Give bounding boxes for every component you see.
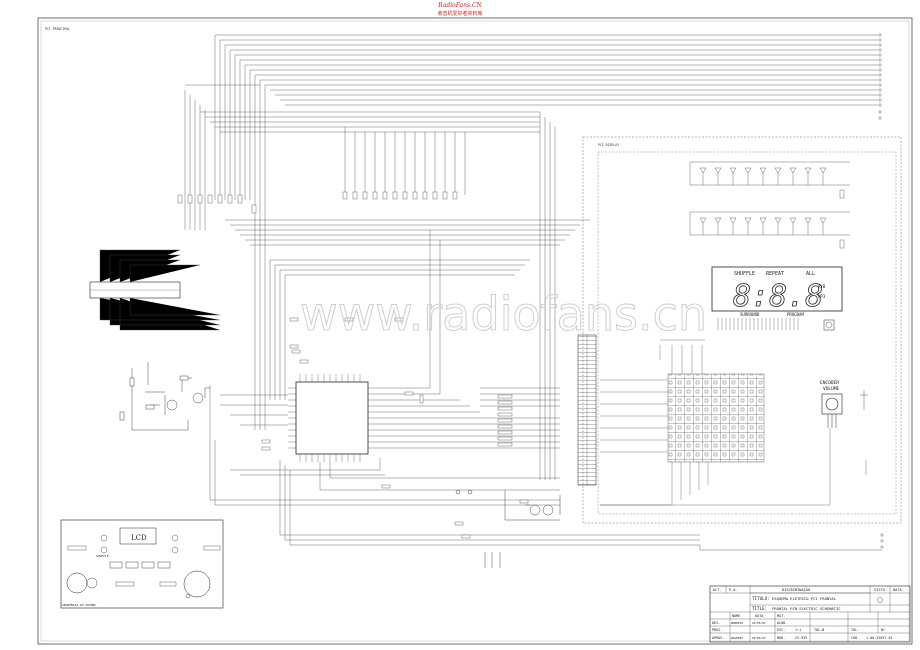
tb-data2: DATA (755, 614, 763, 618)
tb-des: DES. (712, 621, 720, 625)
tb-data: DATA (893, 588, 902, 592)
tb-nome: NOME (732, 614, 740, 618)
tb-escala-label: ESC. (777, 628, 785, 632)
watermark: www.radiofans.cn (300, 287, 707, 341)
tb-name1: ROBERTO (731, 621, 743, 625)
led-row-bottom (689, 189, 850, 249)
seven-segment-digits: 8:8.8 (733, 279, 823, 314)
site-header: RadioFans.CN 收音机爱好者资料库 (0, 2, 920, 18)
shuffle-button-label: SHUFFLE (96, 554, 109, 558)
edge-terminals (878, 33, 884, 549)
tb-num: Nº (881, 628, 885, 632)
transistor-stage (119, 362, 210, 431)
volume-label: VOLUME (823, 386, 840, 392)
main-board-label: PCI PRINCIPAL (45, 27, 70, 31)
tb-discriminacao: DISCRIMINAÇÃO (782, 587, 810, 592)
misc-passives (261, 317, 529, 539)
shuffle-indicator: SHUFFLE (734, 271, 755, 277)
title-block: ALT. P.A. DISCRIMINAÇÃO VISTO DATA TÍTUL… (709, 585, 911, 643)
tb-name2: ROGERIO (731, 636, 743, 640)
panel-sequence-caption: SEQUÊNCIA DO PAINEL (62, 602, 97, 607)
display-connector (577, 334, 597, 486)
mcu-to-display-wires (209, 230, 882, 551)
all-indicator: ALL (806, 271, 815, 277)
tb-acab: ACAB. (777, 621, 787, 625)
encoder-label: ENCODER (820, 380, 839, 386)
vfd-display: SHUFFLE REPEAT ALL 8:8.8 A/B MP3 SURROUN… (711, 266, 843, 330)
tb-mod-label: MOD. (777, 636, 785, 640)
tb-date1: 22/05/03 (752, 621, 766, 625)
ab-indicator: A/B (818, 284, 826, 289)
display-board-frame (582, 136, 902, 524)
tb-visto: VISTO (874, 588, 885, 592)
key-matrix (600, 339, 765, 506)
tb-cod: 1.00.32057.01 (866, 636, 893, 640)
tb-mat: MAT. (777, 614, 785, 618)
tb-mod: CS-935 (795, 636, 807, 640)
repeat-indicator: REPEAT (766, 271, 784, 277)
tb-cod-label: COD. (851, 636, 859, 640)
tb-escala: 1:1 (795, 628, 801, 632)
surround-indicator: SURROUND (740, 312, 760, 317)
main-bus (184, 34, 878, 480)
front-panel-drawing: LCD SHUFFLE SEQUÊNCIA DO PAINEL (60, 519, 224, 609)
tb-titulo-label: TÍTULO: (752, 596, 770, 601)
site-name: RadioFans.CN (438, 2, 482, 9)
display-board-label: PCI DISPLAY (598, 143, 619, 147)
connector-cn1 (89, 249, 220, 331)
tb-title: FRONTAL PCB ELECTRIC SCHEMATIC (772, 606, 841, 611)
tb-tol2: TOL. (851, 628, 859, 632)
site-subtitle: 收音机爱好者资料库 (437, 11, 483, 17)
resistor-array-left (177, 194, 257, 214)
tb-tol1: TOL.Ø (814, 627, 824, 632)
tb-pa: P.A. (729, 588, 738, 592)
tb-titulo: ESQUEMA ELÉTRICO PCI FRONTAL (772, 596, 837, 601)
tb-proj: PROJ. (712, 628, 722, 632)
sheet-border (37, 17, 913, 645)
tb-title-label: TITLE: (752, 606, 767, 611)
mp3-indicator: MP3 (818, 294, 826, 299)
encoder-volume: ENCODER VOLUME (600, 319, 868, 506)
company-logo-icon (877, 597, 883, 603)
lcd-label: LCD (131, 534, 147, 542)
tb-alt: ALT. (713, 588, 722, 592)
transistor-pair (455, 489, 561, 568)
resistor-array-top (342, 191, 458, 200)
led-row-top (689, 161, 850, 186)
mcu-ic (288, 374, 376, 462)
tb-aprov: APROV. (712, 636, 724, 640)
tb-date2: 22/05/03 (752, 636, 766, 640)
program-indicator: PROGRAM (787, 312, 804, 317)
